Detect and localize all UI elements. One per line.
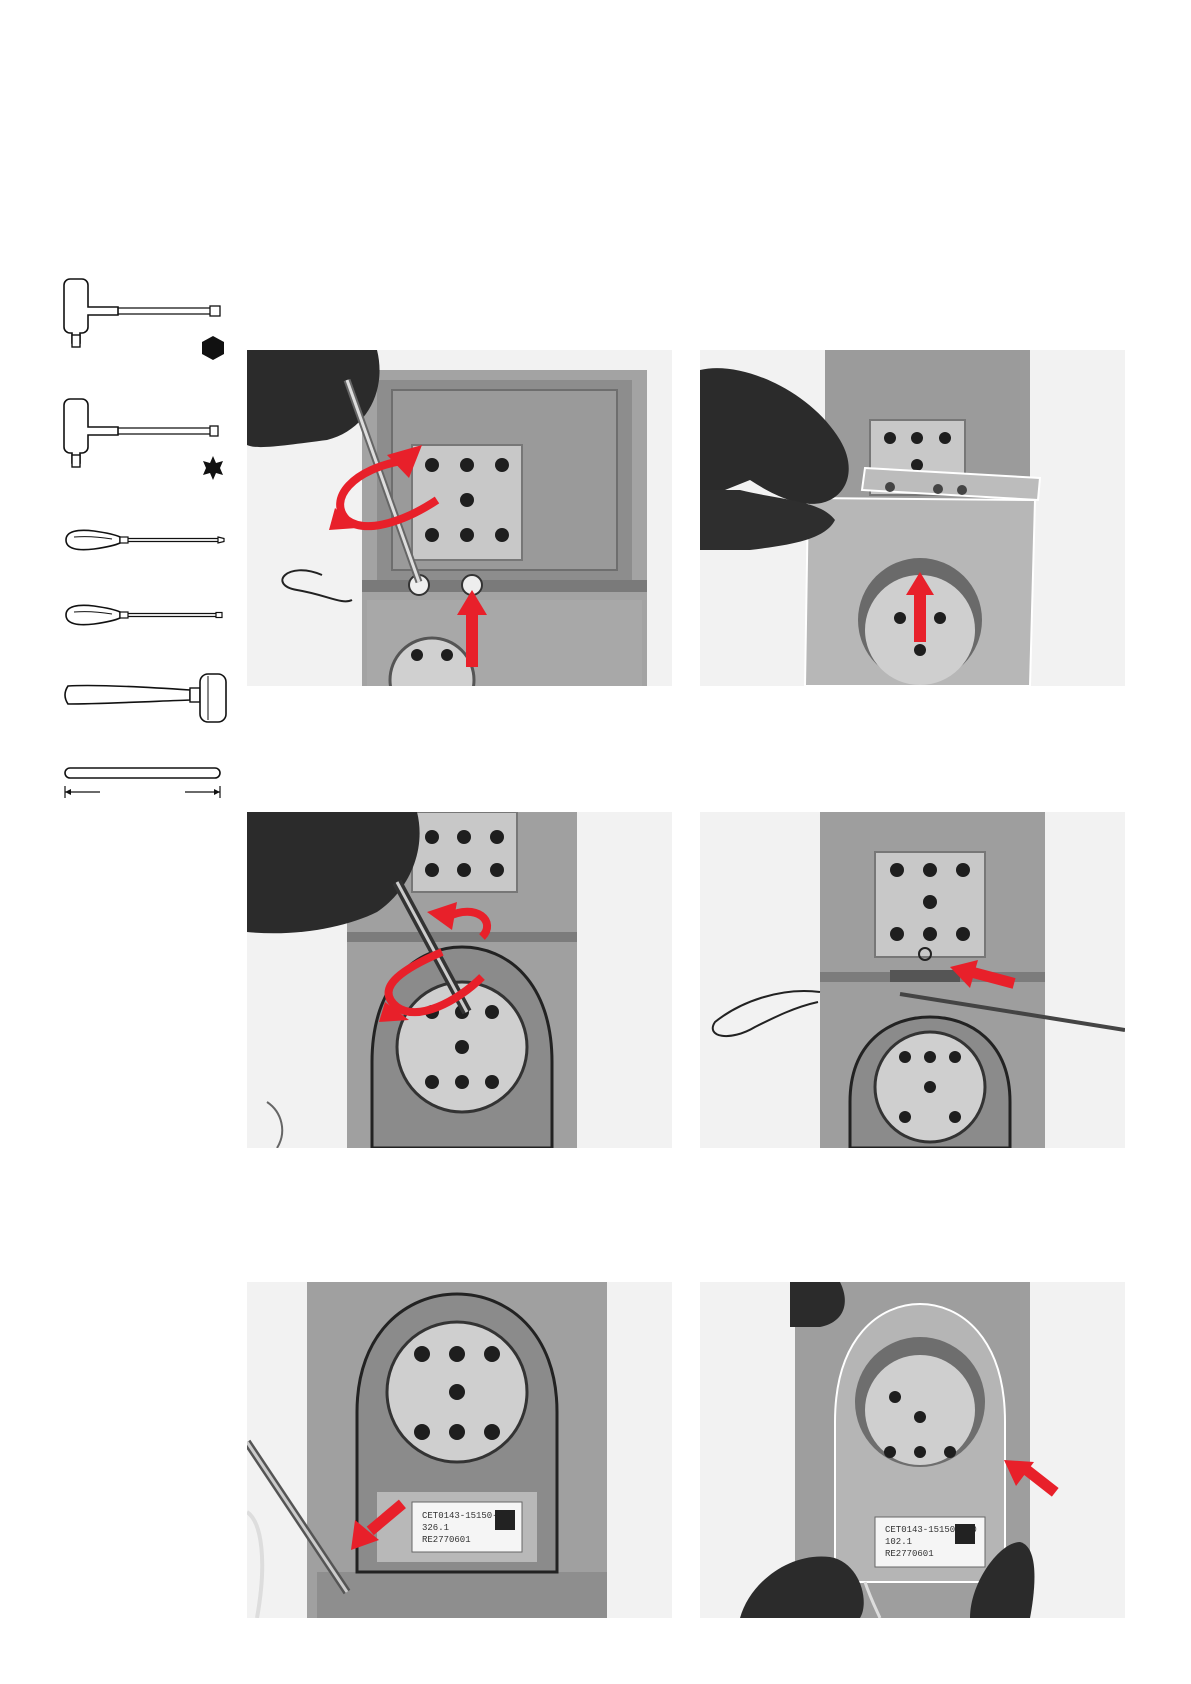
rod-icon (60, 762, 230, 817)
step-3-photo (247, 812, 672, 1148)
star-icon (200, 455, 226, 486)
up-arrow-icon (247, 350, 672, 686)
left-arrow-icon (700, 812, 1125, 1148)
down-left-arrow-icon (247, 1282, 672, 1618)
rotate-arrow-icon (247, 812, 672, 1148)
mallet-icon (60, 668, 230, 733)
up-arrow-icon (700, 350, 1125, 686)
step-5-photo: CET0143-15150-040 326.1 RE2770601 (247, 1282, 672, 1618)
hexagon-icon (200, 335, 226, 366)
step-1-photo (247, 350, 672, 686)
step-6-photo: CET0143-15150-040 102.1 RE2770601 (700, 1282, 1125, 1618)
flat-screwdriver-icon (60, 525, 230, 560)
torx-screwdriver-icon (60, 600, 230, 635)
step-2-photo (700, 350, 1125, 686)
step-4-photo (700, 812, 1125, 1148)
up-left-arrow-icon (700, 1282, 1125, 1618)
